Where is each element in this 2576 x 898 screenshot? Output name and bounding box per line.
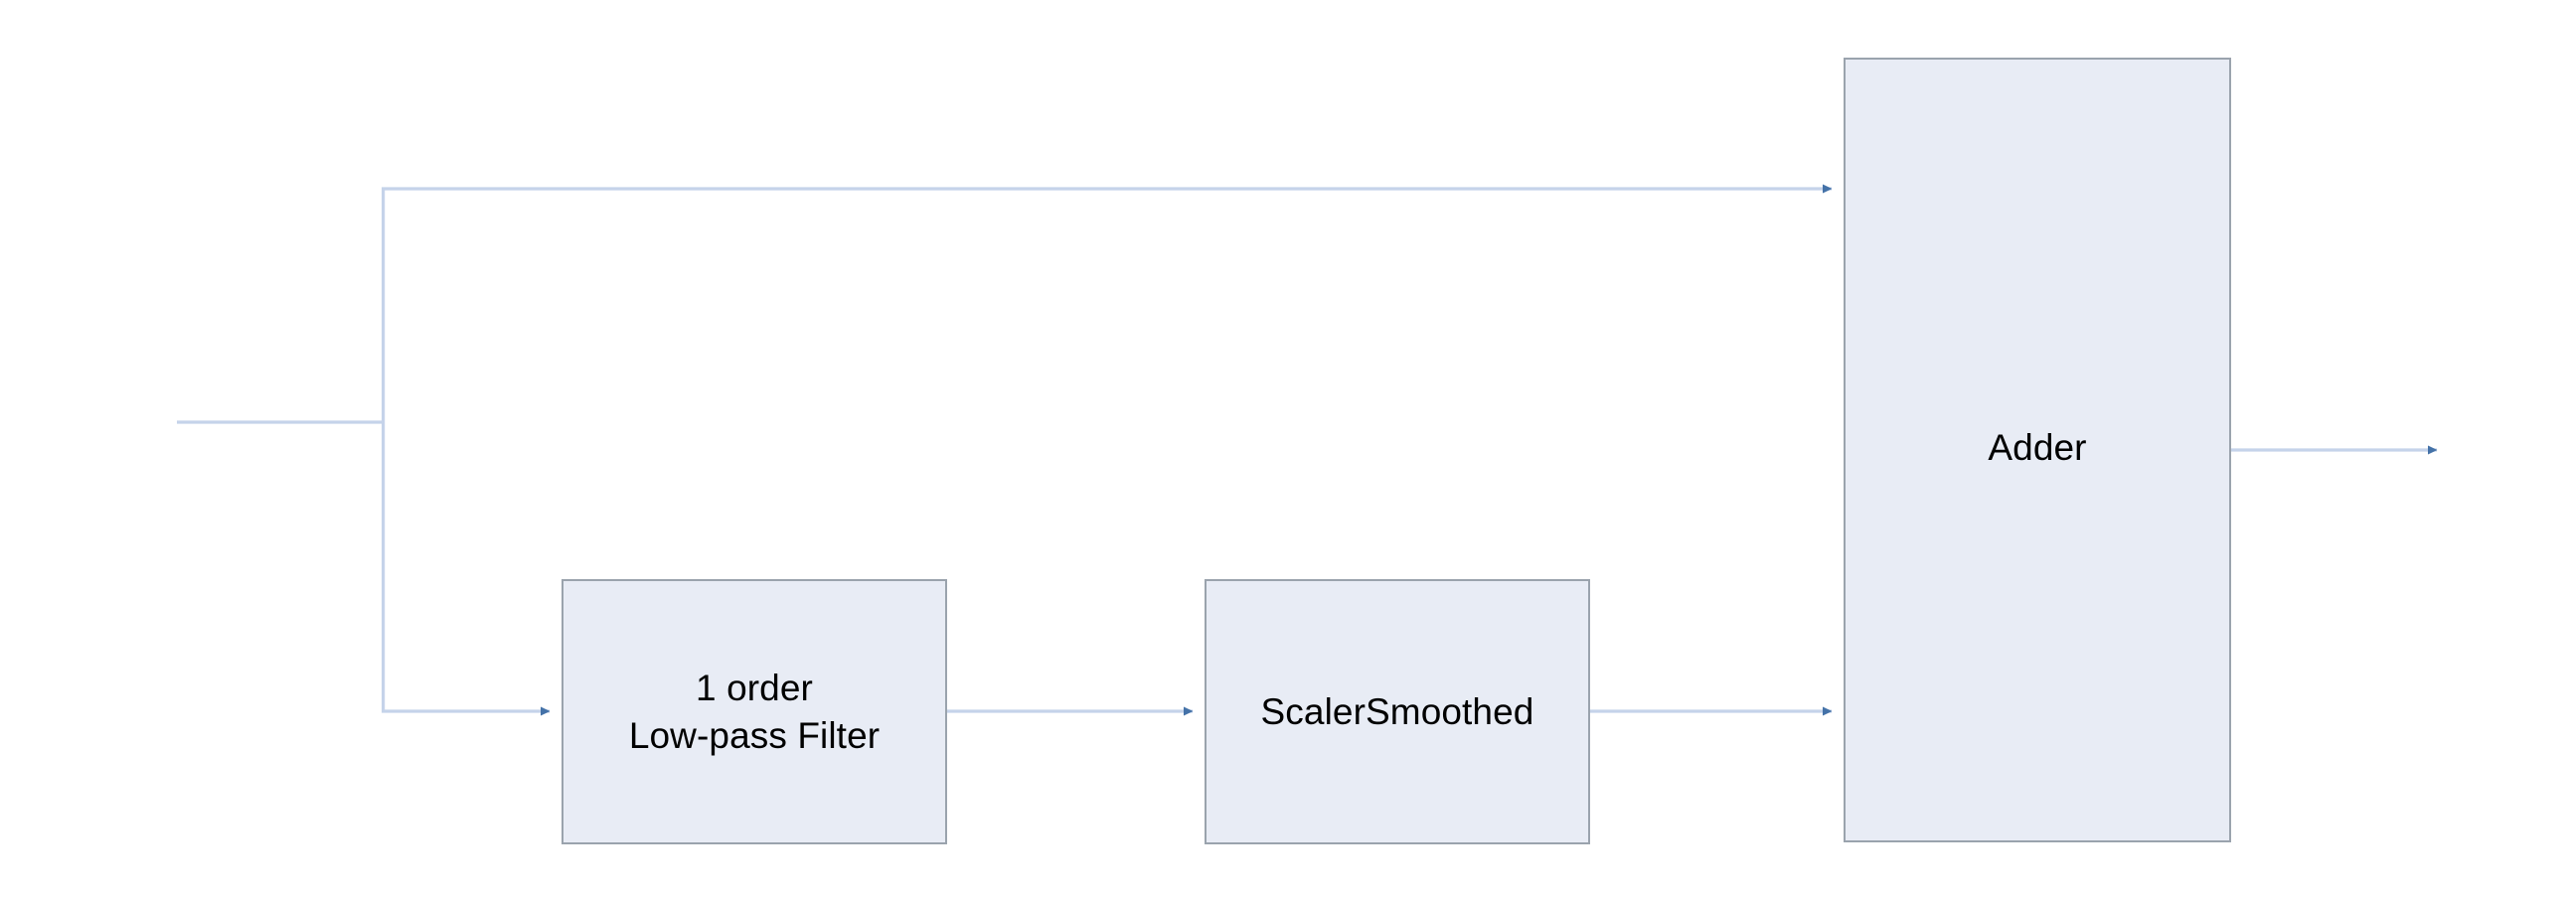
block-lowpass-filter-label: 1 order Low-pass Filter <box>628 668 881 756</box>
block-adder-label: Adder <box>1988 427 2087 469</box>
block-adder[interactable]: Adder <box>1844 58 2231 842</box>
block-scaler-smoothed[interactable]: ScalerSmoothed <box>1205 579 1590 844</box>
block-scaler-smoothed-label: ScalerSmoothed <box>1260 690 1534 732</box>
block-lowpass-filter[interactable]: 1 order Low-pass Filter <box>562 579 947 844</box>
